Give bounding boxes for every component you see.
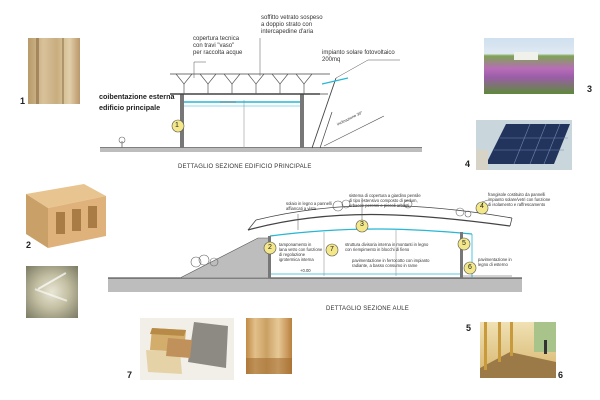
photo-5-number: 5 [466, 323, 472, 333]
photo-straw-insulation [26, 266, 78, 318]
photo-1-number: 1 [20, 96, 26, 106]
aule-note-struttura: struttura divisoria interna in montanti … [345, 242, 429, 252]
aule-note-frangisole: frangisole costituito da pannelli impian… [488, 192, 551, 207]
aule-marker-7: 7 [330, 246, 334, 253]
main-building-section-drawing [100, 38, 422, 152]
photo-green-roof [484, 38, 574, 94]
main-heading-line1: coibentazione esterna [99, 92, 175, 101]
aule-marker-4: 4 [480, 203, 484, 210]
photo-solar-panels [476, 120, 572, 170]
photo-insulation-blocks [140, 318, 234, 380]
aule-note-pav-esterno: pavimentazione in legno di esterno [478, 257, 512, 267]
main-label-roof: copertura tecnica con travi "vaso" per r… [193, 36, 243, 56]
aule-note-copertura: sistema di copertura a giardino pensile … [349, 193, 421, 208]
photo-7-number: 7 [127, 370, 133, 380]
aule-level-label: +0.00 [300, 268, 311, 273]
photo-timber-porch [480, 322, 556, 378]
photo-6-number: 6 [558, 370, 564, 380]
photo-wooden-block [26, 184, 106, 248]
aule-note-pavimentazione: pavimentazione in ferrocotto con impiant… [352, 258, 430, 268]
photo-wall-insulation [28, 38, 80, 104]
photo-4-number: 4 [465, 159, 471, 169]
main-heading-line2: edificio principale [99, 103, 161, 112]
main-label-ceiling: soffitto vetrato sospeso a doppio strato… [261, 15, 323, 35]
aule-marker-6: 6 [468, 264, 472, 271]
main-label-solar: impianto solare fotovoltaico 200mq [322, 50, 395, 63]
aule-note-solaio: solaio in legno a pannelli affiancati a … [286, 201, 332, 211]
aule-marker-2: 2 [268, 244, 272, 251]
aule-marker-5: 5 [462, 240, 466, 247]
aule-section-caption: DETTAGLIO SEZIONE AULE [326, 306, 409, 312]
aule-section-drawing [108, 198, 522, 292]
main-marker-1: 1 [175, 122, 179, 129]
photo-2-number: 2 [26, 240, 32, 250]
aule-note-tamponamento: tamponamento in lana vetro con funzione … [279, 242, 323, 262]
aule-marker-3: 3 [360, 221, 364, 228]
main-section-caption: DETTAGLIO SEZIONE EDIFICIO PRINCIPALE [178, 164, 312, 170]
photo-timber-wall [246, 318, 292, 374]
photo-3-number: 3 [587, 84, 593, 94]
